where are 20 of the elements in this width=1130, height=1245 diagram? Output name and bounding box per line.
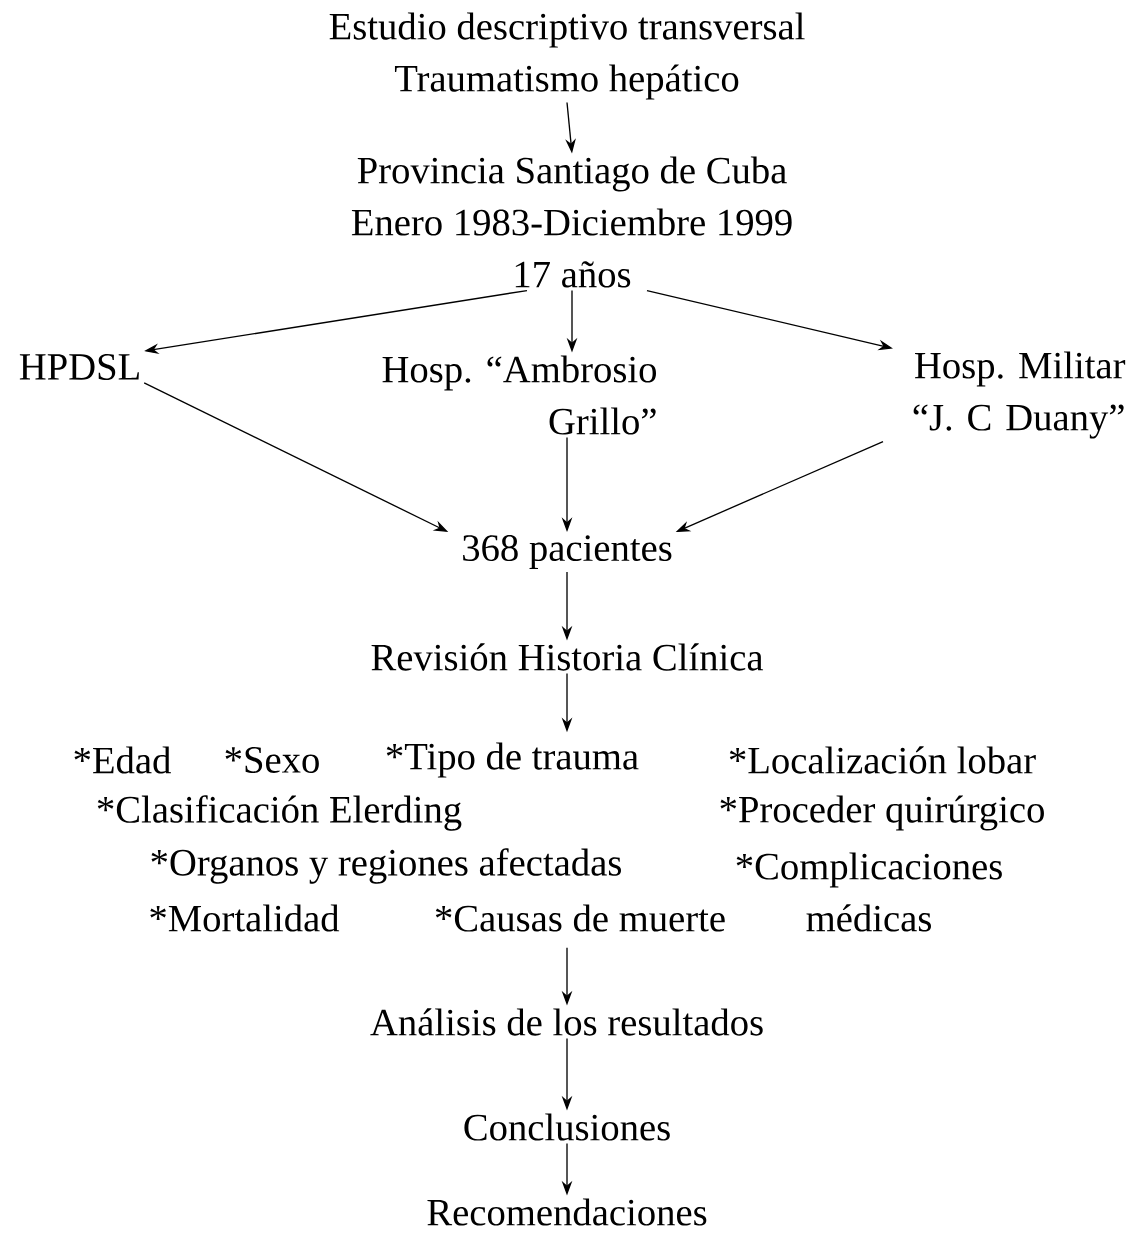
variable-item: *Proceder quirúrgico (720, 795, 1044, 831)
variable-item: *Sexo (225, 747, 319, 773)
step-text: Estudio descriptivo transversal Traumatismo hepático (329, 12, 805, 100)
step-text: Conclusiones (464, 1113, 670, 1141)
variable-item: *Tipo de trauma (386, 742, 639, 778)
variable-item: *Clasificación Elerding (97, 795, 462, 831)
step-text: Análisis de los resultados (370, 1008, 763, 1036)
variable-item: *Mortalidad (150, 904, 340, 932)
variable-item: *Complicaciones médicas (736, 852, 1002, 932)
step-text: Provincia Santiago de Cuba Enero 1983-Diciembre 1999 17 años (351, 156, 792, 288)
step-text: Revisión Historia Clínica (371, 643, 764, 671)
step-text: Recomendaciones (427, 1198, 707, 1226)
step-text: HPDSL (19, 354, 139, 380)
variable-item: *Organos y regiones afectadas (151, 848, 621, 884)
step-text: 368 pacientes (463, 535, 672, 569)
variable-item: *Edad (74, 746, 171, 774)
variable-item: *Causas de muerte (435, 904, 725, 932)
variable-item: *Localización lobar (729, 746, 1036, 774)
step-text: Hosp. Militar “J. C Duany” (913, 351, 1126, 439)
step-text: Hosp. “Ambrosio Grillo” (382, 355, 656, 435)
